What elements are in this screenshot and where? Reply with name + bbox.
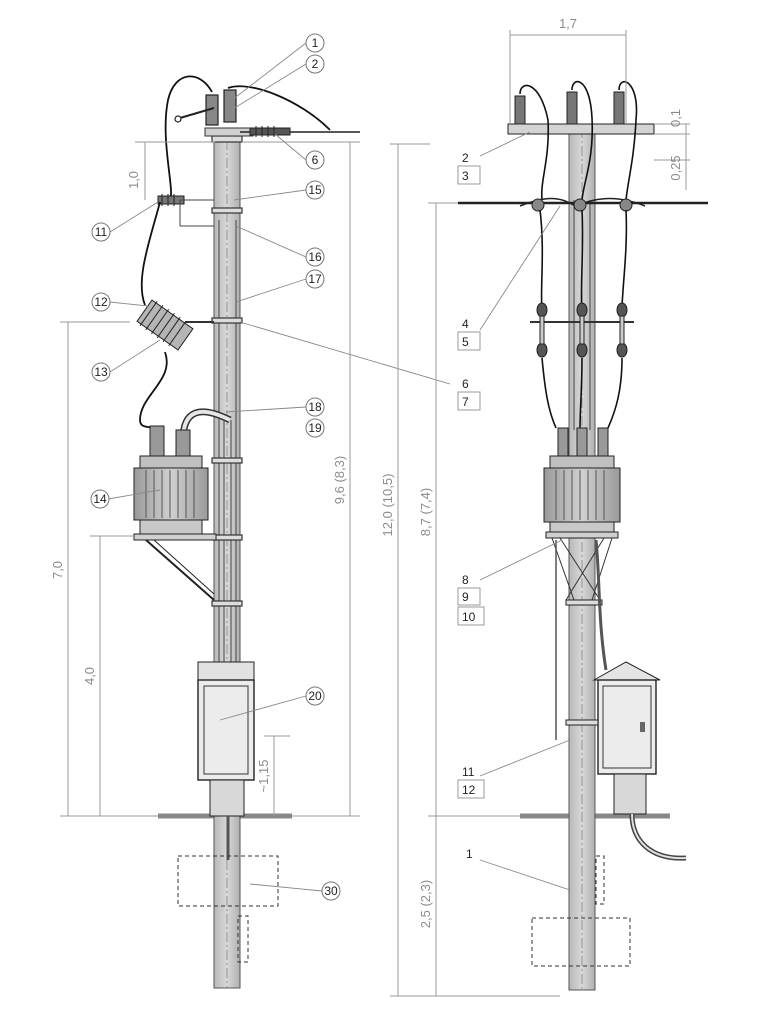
surge-arrester: [157, 194, 214, 227]
svg-text:16: 16: [308, 250, 322, 264]
left-view: 1 2 6 15 16 17 11 12 13 18 19 14 20 30 1…: [50, 33, 451, 989]
svg-text:15: 15: [308, 183, 322, 197]
callout-12: 12: [91, 292, 111, 312]
label-10-right: 10: [457, 606, 485, 626]
right-view: 2 3 4 5 6 7 8 9 10 11 12 1 1,7 0,1 0,25 …: [380, 16, 708, 997]
svg-text:11: 11: [462, 765, 475, 779]
svg-text:30: 30: [324, 884, 338, 898]
svg-text:6: 6: [462, 377, 469, 391]
dim-0-1: 0,1: [668, 109, 683, 127]
svg-text:13: 13: [94, 365, 108, 379]
svg-text:17: 17: [308, 272, 322, 286]
top-insulators: [514, 91, 625, 125]
callout-2: 2: [305, 54, 325, 74]
callout-14: 14: [90, 489, 110, 509]
callout-18: 18: [305, 397, 325, 417]
callout-20: 20: [305, 686, 325, 706]
callout-17: 17: [305, 269, 325, 289]
label-8-right: 8: [462, 573, 469, 587]
label-3-right: 3: [457, 165, 481, 185]
dim-2-5: 2,5 (2,3): [418, 880, 433, 928]
svg-text:19: 19: [308, 421, 322, 435]
svg-text:12: 12: [462, 783, 476, 797]
svg-text:12: 12: [94, 295, 108, 309]
fuse-set: [536, 302, 628, 358]
foundation-left: [177, 855, 279, 907]
label-5-right: 5: [457, 331, 481, 351]
callout-16: 16: [305, 247, 325, 267]
svg-text:3: 3: [462, 169, 469, 183]
svg-text:1: 1: [312, 36, 319, 50]
callout-15: 15: [305, 180, 325, 200]
callout-30: 30: [321, 881, 341, 901]
dim-1-15: ~1,15: [256, 760, 271, 793]
low-voltage-cabinet-left: [197, 661, 255, 817]
foundation-right: [531, 917, 631, 967]
fuse-disconnector: [136, 299, 194, 351]
disconnector-top: [174, 89, 237, 126]
svg-text:9: 9: [462, 590, 469, 604]
dim-9-6: 9,6 (8,3): [332, 456, 347, 504]
dim-8-7: 8,7 (7,4): [418, 488, 433, 536]
svg-text:1: 1: [466, 847, 473, 861]
svg-text:5: 5: [462, 335, 469, 349]
label-9-right: 9: [457, 587, 481, 606]
svg-text:10: 10: [462, 610, 476, 624]
svg-text:8: 8: [462, 573, 469, 587]
transformer-left: [133, 425, 209, 535]
dim-0-25: 0,25: [668, 155, 683, 180]
dim-1-7: 1,7: [559, 16, 577, 31]
label-4-right: 4: [462, 317, 469, 331]
label-1-right: 1: [466, 847, 473, 861]
label-6-right: 6: [462, 377, 469, 391]
svg-text:4: 4: [462, 317, 469, 331]
dim-12-0: 12,0 (10,5): [380, 474, 395, 537]
low-voltage-cabinet-right: [592, 661, 661, 815]
callout-13: 13: [91, 362, 111, 382]
transformer-right: [543, 427, 621, 535]
svg-text:11: 11: [95, 225, 108, 239]
callout-6: 6: [305, 150, 325, 170]
strain-insulator: [249, 126, 291, 137]
callout-19: 19: [305, 418, 325, 438]
svg-text:18: 18: [308, 400, 322, 414]
label-11-right: 11: [462, 765, 475, 779]
label-2-right: 2: [462, 151, 469, 165]
dim-7-0: 7,0: [50, 561, 65, 579]
dim-1-0: 1,0: [126, 171, 141, 189]
svg-text:20: 20: [308, 689, 322, 703]
label-12-right: 12: [457, 779, 485, 799]
svg-text:14: 14: [93, 492, 107, 506]
svg-text:2: 2: [312, 57, 319, 71]
svg-text:7: 7: [462, 395, 469, 409]
svg-text:6: 6: [312, 153, 319, 167]
callout-1: 1: [305, 33, 325, 53]
svg-text:2: 2: [462, 151, 469, 165]
label-7-right: 7: [457, 391, 481, 411]
callout-11: 11: [91, 222, 111, 242]
dim-4-0: 4,0: [82, 667, 97, 685]
